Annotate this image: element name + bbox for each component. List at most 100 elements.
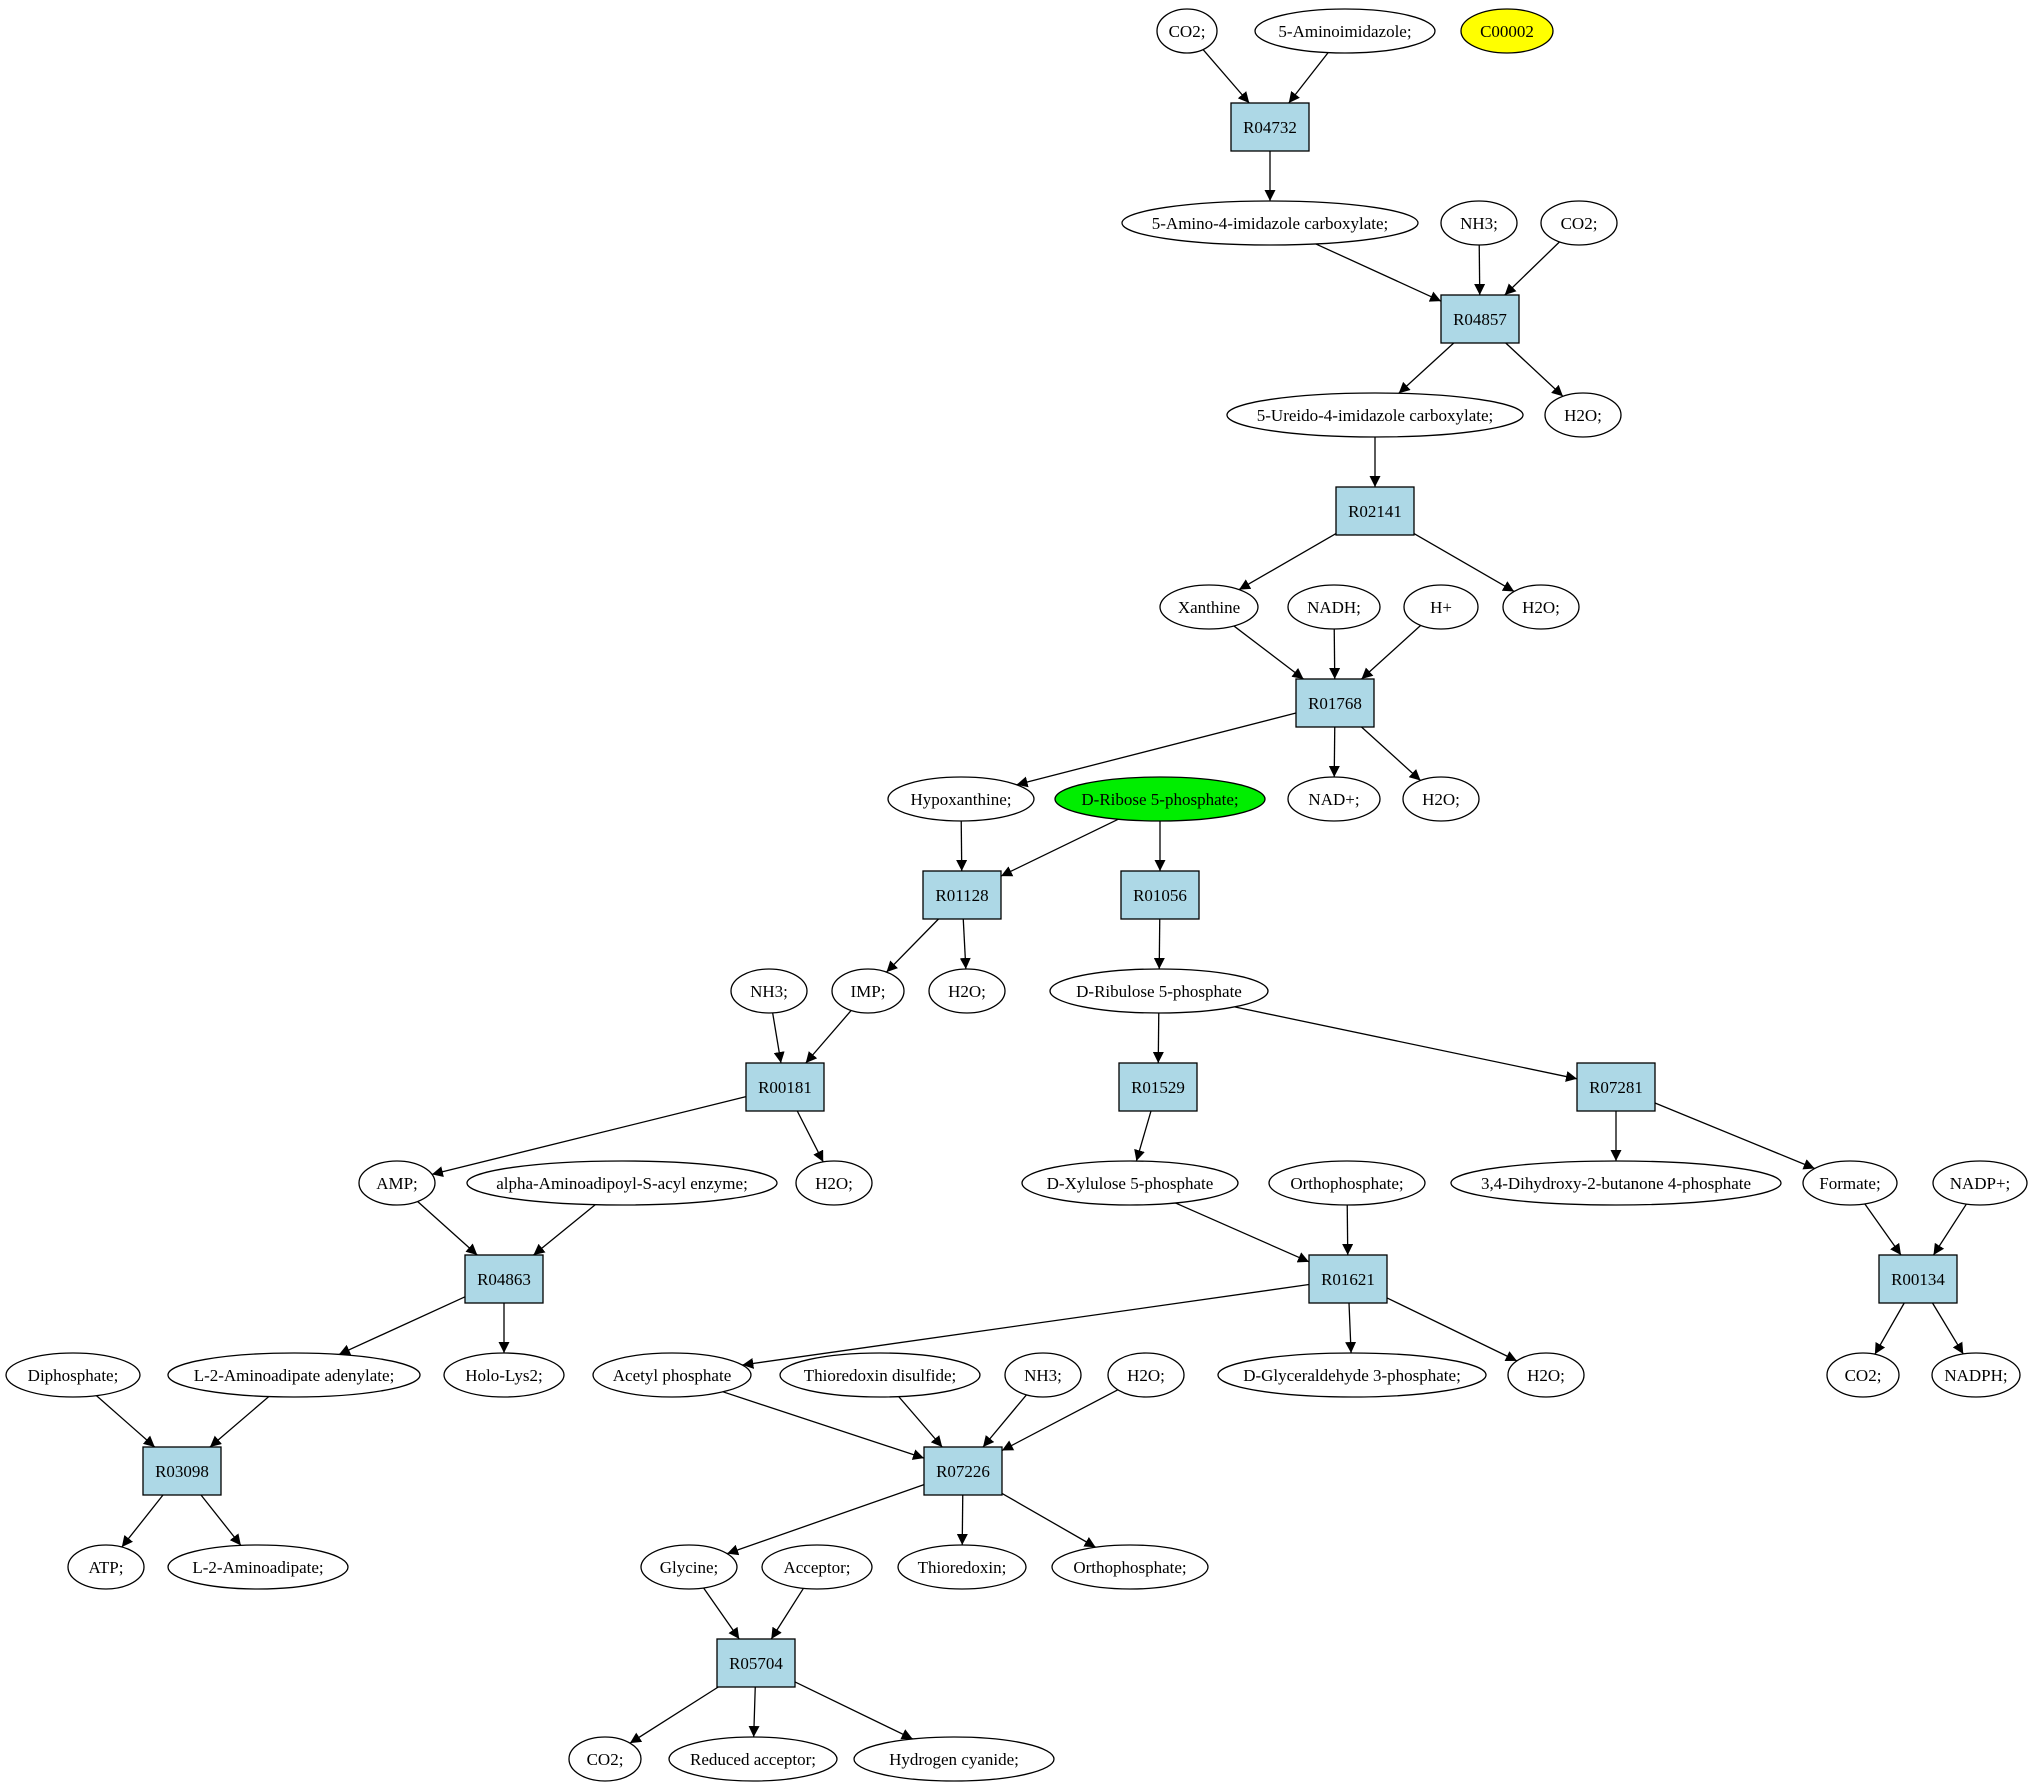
edge-c_dxu5p-to-R01621 (1175, 1202, 1310, 1263)
edge-c_acetylp-to-R07226 (722, 1391, 925, 1460)
reaction-box (464, 1254, 544, 1304)
compound-node-c-co2-3[interactable]: CO2; (1826, 1352, 1900, 1398)
compound-label: NADP+; (1950, 1174, 2011, 1193)
edge-c_xanthine-to-R01768 (1233, 625, 1304, 680)
edge-R04863-to-c_l2aa (338, 1296, 466, 1356)
compound-node-c-l2aa[interactable]: L-2-Aminoadipate adenylate; (167, 1352, 421, 1398)
compound-node-c-l2a[interactable]: L-2-Aminoadipate; (167, 1544, 349, 1590)
compound-node-c-h2o-5[interactable]: H2O; (795, 1160, 873, 1206)
reaction-node-r05704[interactable]: R05704 (716, 1638, 796, 1688)
reaction-node-r04857[interactable]: R04857 (1440, 294, 1520, 344)
compound-node-c-glycine[interactable]: Glycine; (640, 1544, 738, 1590)
compound-node-c-h2o-6[interactable]: H2O; (1107, 1352, 1185, 1398)
edge-R00181-to-c_amp (431, 1096, 747, 1178)
compound-label: 5-Ureido-4-imidazole carboxylate; (1257, 406, 1493, 425)
compound-node-c-nh3-1[interactable]: NH3; (1440, 200, 1518, 246)
reaction-node-r01128[interactable]: R01128 (922, 870, 1002, 920)
compound-label: Hydrogen cyanide; (889, 1750, 1019, 1769)
reaction-node-r07281[interactable]: R07281 (1576, 1062, 1656, 1112)
reaction-node-r00134[interactable]: R00134 (1878, 1254, 1958, 1304)
compound-node-c-amp[interactable]: AMP; (358, 1160, 436, 1206)
reaction-node-r02141[interactable]: R02141 (1335, 486, 1415, 536)
compound-label: Acceptor; (783, 1558, 850, 1577)
reaction-node-r07226[interactable]: R07226 (923, 1446, 1003, 1496)
compound-node-c-dxu5p[interactable]: D-Xylulose 5-phosphate (1021, 1160, 1239, 1206)
compound-label: NH3; (1024, 1366, 1062, 1385)
compound-node-c-nadplus[interactable]: NAD+; (1287, 776, 1381, 822)
compound-node-c-acceptor[interactable]: Acceptor; (761, 1544, 873, 1590)
compound-node-c-orthop-2[interactable]: Orthophosphate; (1051, 1544, 1209, 1590)
reaction-box (1230, 102, 1310, 152)
compound-ellipse (1287, 584, 1381, 630)
compound-node-c-5u4ic[interactable]: 5-Ureido-4-imidazole carboxylate; (1226, 392, 1524, 438)
reaction-node-r04732[interactable]: R04732 (1230, 102, 1310, 152)
compound-node-c-5a4ic[interactable]: 5-Amino-4-imidazole carboxylate; (1121, 200, 1419, 246)
reaction-node-r00181[interactable]: R00181 (745, 1062, 825, 1112)
compound-ellipse (1049, 968, 1269, 1014)
compound-ellipse (1460, 8, 1554, 54)
reaction-node-r01529[interactable]: R01529 (1118, 1062, 1198, 1112)
compound-node-c-acetylp[interactable]: Acetyl phosphate (592, 1352, 752, 1398)
compound-node-c-co2-4[interactable]: CO2; (568, 1736, 642, 1782)
reaction-node-r01768[interactable]: R01768 (1295, 678, 1375, 728)
reaction-node-r01621[interactable]: R01621 (1308, 1254, 1388, 1304)
compound-node-c-nh3-3[interactable]: NH3; (1004, 1352, 1082, 1398)
compound-node-c-thiodis[interactable]: Thioredoxin disulfide; (779, 1352, 981, 1398)
compound-node-c-atp[interactable]: ATP; (67, 1544, 145, 1590)
compound-node-c-c00002[interactable]: C00002 (1460, 8, 1554, 54)
compound-ellipse (167, 1352, 421, 1398)
compound-node-c-h2o-3[interactable]: H2O; (1402, 776, 1480, 822)
compound-label: Glycine; (660, 1558, 719, 1577)
reaction-node-r04863[interactable]: R04863 (464, 1254, 544, 1304)
compound-label: L-2-Aminoadipate; (192, 1558, 323, 1577)
edge-c_5a4ic-to-R04857 (1315, 243, 1442, 302)
compound-node-c-dg3p[interactable]: D-Glyceraldehyde 3-phosphate; (1217, 1352, 1487, 1398)
edge-c_dr5p-to-R01128 (1000, 818, 1119, 877)
edge-R01768-to-c_hypoxanthine (1016, 712, 1297, 788)
compound-node-c-xanthine[interactable]: Xanthine (1159, 584, 1259, 630)
compound-label: D-Xylulose 5-phosphate (1047, 1174, 1214, 1193)
compound-node-c-formate[interactable]: Formate; (1802, 1160, 1898, 1206)
compound-node-c-34dh[interactable]: 3,4-Dihydroxy-2-butanone 4-phosphate (1450, 1160, 1782, 1206)
compound-node-c-h2o-2[interactable]: H2O; (1502, 584, 1580, 630)
reaction-node-r01056[interactable]: R01056 (1120, 870, 1200, 920)
compound-node-c-hcn[interactable]: Hydrogen cyanide; (853, 1736, 1055, 1782)
compound-label: NADPH; (1944, 1366, 2007, 1385)
edge-R01768-to-c_h2o_3 (1361, 726, 1421, 781)
compound-node-c-dr5p[interactable]: D-Ribose 5-phosphate; (1054, 776, 1266, 822)
compound-ellipse (443, 1352, 565, 1398)
compound-node-c-co2-1[interactable]: CO2; (1156, 8, 1218, 54)
compound-node-c-alpha[interactable]: alpha-Aminoadipoyl-S-acyl enzyme; (466, 1160, 778, 1206)
compound-label: Hypoxanthine; (910, 790, 1011, 809)
compound-node-c-hypoxanthine[interactable]: Hypoxanthine; (887, 776, 1035, 822)
compound-ellipse (1403, 584, 1479, 630)
compound-node-c-diphosphate[interactable]: Diphosphate; (5, 1352, 141, 1398)
reaction-node-r03098[interactable]: R03098 (142, 1446, 222, 1496)
compound-node-c-redacc[interactable]: Reduced acceptor; (668, 1736, 838, 1782)
compound-node-c-imp[interactable]: IMP; (831, 968, 905, 1014)
compound-node-c-hplus[interactable]: H+ (1403, 584, 1479, 630)
reaction-box (1576, 1062, 1656, 1112)
compound-label: Diphosphate; (28, 1366, 119, 1385)
compound-node-c-nh3-2[interactable]: NH3; (730, 968, 808, 1014)
compound-label: Acetyl phosphate (613, 1366, 732, 1385)
compound-node-c-h2o-1[interactable]: H2O; (1544, 392, 1622, 438)
compound-node-c-hololys2[interactable]: Holo-Lys2; (443, 1352, 565, 1398)
compound-node-c-5aminoimidazole[interactable]: 5-Aminoimidazole; (1254, 8, 1436, 54)
edge-R01056-to-c_dru5p (1153, 918, 1165, 970)
compound-node-c-h2o-4[interactable]: H2O; (928, 968, 1006, 1014)
edge-c_dru5p-to-R01529 (1152, 1012, 1164, 1064)
reaction-label: R07281 (1589, 1078, 1643, 1097)
reaction-label: R07226 (936, 1462, 990, 1481)
compound-node-c-nadpplus[interactable]: NADP+; (1932, 1160, 2028, 1206)
compound-node-c-nadph[interactable]: NADPH; (1931, 1352, 2021, 1398)
compound-node-c-thioredoxin[interactable]: Thioredoxin; (897, 1544, 1027, 1590)
compound-node-c-h2o-7[interactable]: H2O; (1507, 1352, 1585, 1398)
compound-node-c-nadh[interactable]: NADH; (1287, 584, 1381, 630)
compound-node-c-dru5p[interactable]: D-Ribulose 5-phosphate (1049, 968, 1269, 1014)
compound-node-c-co2-2[interactable]: CO2; (1540, 200, 1618, 246)
compound-ellipse (1932, 1160, 2028, 1206)
compound-node-c-orthop-1[interactable]: Orthophosphate; (1268, 1160, 1426, 1206)
compound-label: NADH; (1307, 598, 1361, 617)
compound-label: 5-Aminoimidazole; (1278, 22, 1411, 41)
